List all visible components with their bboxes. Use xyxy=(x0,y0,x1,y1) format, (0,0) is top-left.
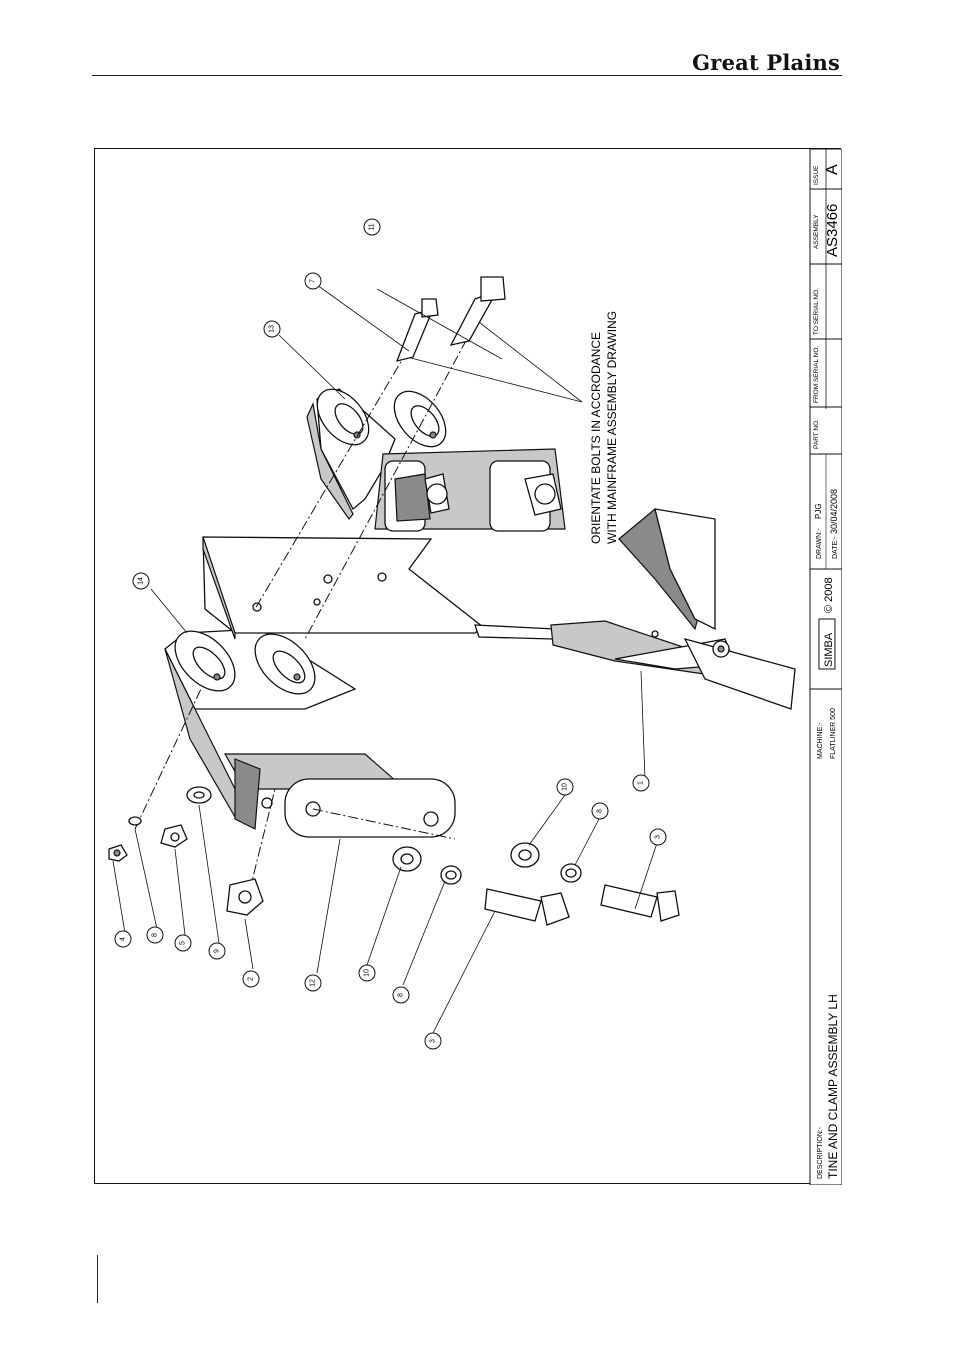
issue-label: ISSUE xyxy=(813,165,820,185)
assembly-label: ASSEMBLY xyxy=(813,214,820,249)
balloon-11: 11 xyxy=(364,219,380,235)
brand-logo: Great Plains xyxy=(692,50,840,75)
date-label: DATE:- xyxy=(832,536,839,559)
to-serial-label: TO SERIAL NO. xyxy=(813,288,820,335)
svg-text:5: 5 xyxy=(180,941,187,945)
copyright-text: © 2008 xyxy=(823,577,835,613)
clamp-body-lower xyxy=(225,754,455,837)
balloon-3-right: 3 xyxy=(650,829,666,845)
svg-text:8: 8 xyxy=(398,993,405,997)
fasteners-lower xyxy=(393,843,679,925)
svg-text:8: 8 xyxy=(152,933,159,937)
header-divider xyxy=(92,75,842,76)
balloon-4: 4 xyxy=(115,931,131,947)
balloon-10-left: 10 xyxy=(359,965,375,981)
bolt-7 xyxy=(397,299,438,361)
svg-text:12: 12 xyxy=(310,979,317,987)
balloon-14: 14 xyxy=(133,573,149,589)
balloon-2: 2 xyxy=(243,971,259,987)
footer-divider xyxy=(97,1255,98,1303)
from-serial-label: FROM SERIAL NO. xyxy=(813,346,820,403)
balloon-5: 5 xyxy=(175,935,191,951)
clamp-body xyxy=(375,449,565,531)
svg-text:9: 9 xyxy=(214,949,221,953)
balloon-12: 12 xyxy=(305,975,321,991)
drawn-value: PJG xyxy=(814,503,823,519)
balloon-10-right: 10 xyxy=(557,779,573,795)
svg-text:4: 4 xyxy=(120,937,127,941)
svg-text:13: 13 xyxy=(269,325,276,333)
balloon-7: 7 xyxy=(305,273,321,289)
balloon-8-right: 8 xyxy=(592,803,608,819)
svg-text:3: 3 xyxy=(655,835,662,839)
svg-text:8: 8 xyxy=(597,809,604,813)
balloon-8-left: 8 xyxy=(147,927,163,943)
description-label: DESCRIPTION:- xyxy=(817,1126,824,1179)
date-value: 30/04/2008 xyxy=(829,489,839,534)
svg-text:1: 1 xyxy=(638,781,645,785)
balloon-3-lower: 3 xyxy=(425,1033,441,1049)
svg-text:7: 7 xyxy=(310,279,317,283)
balloon-13: 13 xyxy=(264,321,280,337)
svg-text:11: 11 xyxy=(369,223,376,230)
svg-text:14: 14 xyxy=(138,577,145,585)
svg-text:ORIENTATE BOLTS IN ACCRODANCE: ORIENTATE BOLTS IN ACCRODANCE xyxy=(589,332,603,544)
drawing-frame: .ln { stroke:#111; stroke-width:1; fill:… xyxy=(94,148,841,1184)
assembly-number: AS3466 xyxy=(824,204,841,257)
svg-text:3: 3 xyxy=(430,1039,437,1043)
assembly-drawing: .ln { stroke:#111; stroke-width:1; fill:… xyxy=(95,149,842,1185)
svg-text:10: 10 xyxy=(562,783,569,791)
drawn-label: DRAWN:- xyxy=(816,528,823,559)
balloon-9: 9 xyxy=(209,943,225,959)
balloon-8-lower: 8 xyxy=(393,987,409,1003)
part-no-label: PART NO. xyxy=(813,419,820,449)
balloon-1: 1 xyxy=(633,775,649,791)
svg-text:WITH MAINFRAME ASSEMBLY DRAWIN: WITH MAINFRAME ASSEMBLY DRAWING xyxy=(605,311,619,544)
issue-value: A xyxy=(824,164,841,175)
description-value: TINE AND CLAMP ASSEMBLY LH xyxy=(826,994,840,1179)
svg-text:10: 10 xyxy=(364,969,371,977)
machine-label: MACHINE:- xyxy=(817,722,824,759)
simba-logo: SIMBA xyxy=(819,619,835,669)
svg-text:SIMBA: SIMBA xyxy=(823,632,835,667)
svg-text:2: 2 xyxy=(248,977,255,981)
title-block: ISSUE A ASSEMBLY AS3466 TO SERIAL NO. FR… xyxy=(810,149,842,1185)
machine-value: FLATLINER 500 xyxy=(830,708,837,759)
